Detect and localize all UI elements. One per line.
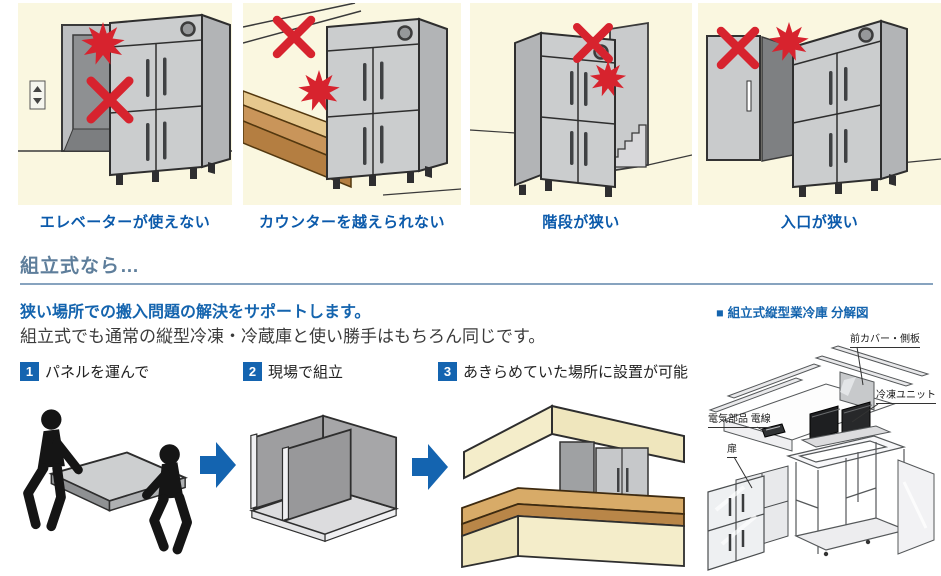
step-text: あきらめていた場所に設置が可能 xyxy=(463,364,689,381)
diagram-title: ■組立式縦型業冷庫 分解図 xyxy=(716,306,869,320)
section-title: 組立式なら… xyxy=(20,256,141,277)
part-label-electrical-parts: 電気部品 電線 xyxy=(708,414,771,428)
scene-entrance-illustration xyxy=(698,3,941,205)
frame-illustration xyxy=(786,435,908,557)
refrigerator-illustration xyxy=(326,17,448,189)
step-text: 現場で組立 xyxy=(268,364,344,381)
leader-lines xyxy=(733,346,879,489)
step-label-2: 2 現場で組立 xyxy=(243,361,343,382)
arrow-right-icon xyxy=(200,442,236,493)
refrigerator-illustration xyxy=(109,13,231,185)
step-number-badge: 2 xyxy=(243,362,262,381)
worker-left-silhouette xyxy=(23,409,83,532)
counter-illustration xyxy=(461,487,685,568)
cross-mark-icon xyxy=(86,76,134,124)
step2-assembly-illustration xyxy=(240,394,408,570)
exploded-view-illustration xyxy=(707,345,935,571)
part-label-freezer-unit: 冷凍ユニット xyxy=(876,390,936,404)
problem-card-counter: カウンターを越えられない xyxy=(243,3,461,232)
cross-mark-icon xyxy=(272,15,316,59)
problem-card-elevator: エレベーターが使えない xyxy=(18,3,232,232)
refrigerator-illustration xyxy=(792,19,908,197)
front-cover-illustration xyxy=(839,371,875,411)
worker-right-silhouette xyxy=(141,444,192,555)
counter-illustration xyxy=(243,90,352,189)
scene-stairs-illustration xyxy=(470,3,692,205)
electrical-part-illustration xyxy=(761,423,786,438)
shelf-bars-illustration xyxy=(708,345,930,413)
impact-burst-icon xyxy=(298,70,340,111)
cross-mark-icon xyxy=(573,23,613,63)
problem-card-stairs: 階段が狭い xyxy=(470,3,692,232)
impact-burst-icon xyxy=(769,22,809,61)
side-panel-illustration xyxy=(897,459,935,555)
problem-caption: 入口が狭い xyxy=(780,214,859,231)
canopy-illustration xyxy=(463,404,685,480)
doors-illustration xyxy=(707,465,789,571)
step-text: パネルを運んで xyxy=(45,364,150,381)
exploded-view-diagram: 前カバー・側板 冷凍ユニット 電気部品 電線 扉 xyxy=(700,330,941,576)
problem-caption: エレベーターが使えない xyxy=(39,214,211,231)
refrigerator-illustration xyxy=(514,31,616,197)
section-divider xyxy=(20,283,933,285)
impact-burst-icon xyxy=(589,60,627,97)
arrow-right-icon xyxy=(412,444,448,495)
step-label-1: 1 パネルを運んで xyxy=(20,361,149,382)
part-label-door: 扉 xyxy=(727,444,737,458)
problem-card-entrance: 入口が狭い xyxy=(698,3,941,232)
problem-caption: カウンターを越えられない xyxy=(258,214,445,231)
step1-carry-panel-illustration xyxy=(22,404,197,566)
step-label-3: 3 あきらめていた場所に設置が可能 xyxy=(438,361,688,382)
staircase-illustration xyxy=(609,21,692,173)
cross-mark-icon xyxy=(716,26,760,70)
scene-counter-illustration xyxy=(243,3,461,205)
step3-installed-illustration xyxy=(452,390,690,568)
part-label-front-cover: 前カバー・側板 xyxy=(850,334,920,348)
scene-elevator-illustration xyxy=(18,3,232,205)
section-lead-text: 狭い場所での搬入問題の解決をサポートします。 xyxy=(20,304,371,321)
step-number-badge: 1 xyxy=(20,362,39,381)
panel-box-illustration xyxy=(249,414,399,543)
impact-burst-icon xyxy=(81,22,125,65)
square-bullet-icon: ■ xyxy=(716,306,724,320)
elevator-call-button-icon xyxy=(29,80,46,110)
step-number-badge: 3 xyxy=(438,362,457,381)
section-description-text: 組立式でも通常の縦型冷凍・冷蔵庫と使い勝手はもちろん同じです。 xyxy=(20,327,546,346)
problem-caption: 階段が狭い xyxy=(542,214,620,231)
